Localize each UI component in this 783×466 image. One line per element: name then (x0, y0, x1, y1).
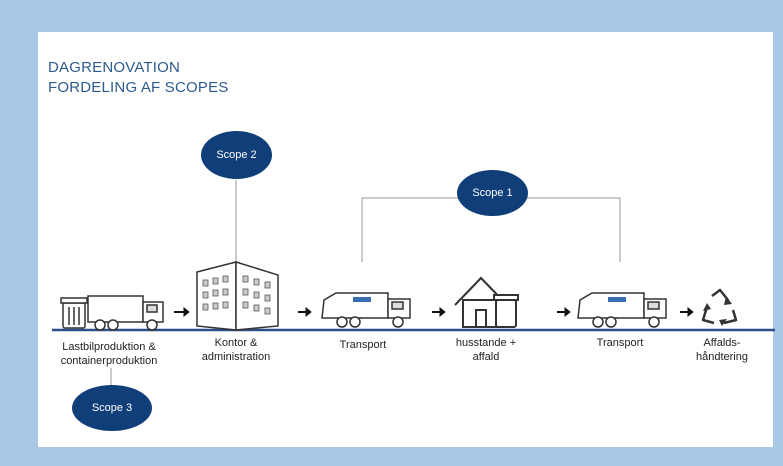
garbage-truck-icon (321, 292, 411, 328)
arrow-icon (298, 306, 312, 318)
arrow-icon (432, 306, 446, 318)
arrow-icon (680, 306, 694, 318)
house-bin-icon (454, 276, 519, 328)
page-title: DAGRENOVATION FORDELING AF SCOPES (48, 58, 229, 98)
stage-label-line: administration (201, 351, 271, 363)
scope-3-badge: Scope 3 (72, 385, 152, 431)
stage-label-line: Kontor & (214, 337, 258, 349)
stage-label-line: affald (472, 351, 500, 363)
stage-label-line: husstande + (455, 337, 517, 349)
stage-label-office: Kontor & administration (186, 336, 286, 364)
arrow-icon (174, 306, 190, 318)
stage-label-production: Lastbilproduktion & containerproduktion (44, 340, 174, 368)
diagram-panel (38, 32, 773, 447)
stage-label-line: Affalds- (703, 337, 741, 349)
scope-3-label: Scope 3 (91, 402, 133, 414)
office-building-icon (196, 260, 279, 331)
title-line-1: DAGRENOVATION (48, 59, 181, 76)
stage-label-households: husstande + affald (441, 336, 531, 364)
scope-1-badge: Scope 1 (457, 170, 528, 216)
arrow-icon (557, 306, 571, 318)
scope-1-label: Scope 1 (472, 187, 513, 199)
title-line-2: FORDELING AF SCOPES (48, 79, 229, 96)
stage-label-transport-2: Transport (575, 336, 665, 350)
stage-label-line: containerproduktion (60, 355, 158, 367)
stage-label-line: håndtering (696, 351, 748, 363)
bin-truck-icon (60, 295, 164, 331)
stage-label-line: Lastbilproduktion & (62, 341, 156, 353)
stage-label-transport-1: Transport (318, 338, 408, 352)
recycle-icon (701, 288, 738, 326)
stage-label-line: Transport (596, 337, 644, 349)
garbage-truck-icon (577, 292, 667, 328)
stage-label-waste-handling: Affalds- håndtering (683, 336, 761, 364)
stage-label-line: Transport (339, 339, 387, 351)
scope-2-badge: Scope 2 (201, 131, 272, 179)
scope-2-label: Scope 2 (216, 149, 257, 161)
